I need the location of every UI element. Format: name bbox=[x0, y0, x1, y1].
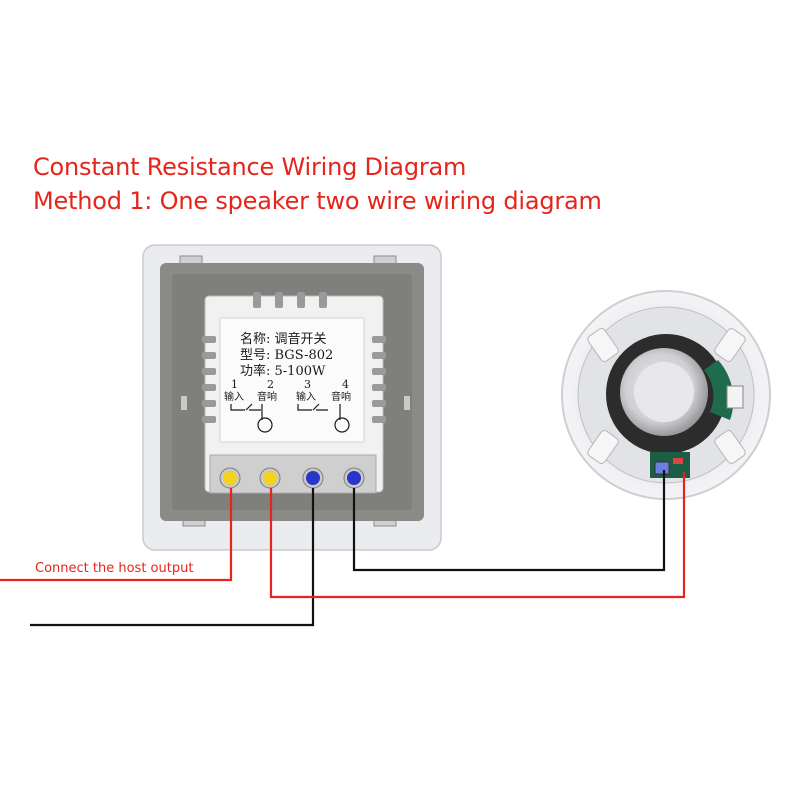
speaker-dustcap bbox=[634, 362, 694, 422]
wire-host-red bbox=[0, 488, 233, 582]
volume-switch: 名称: 调音开关 型号: BGS-802 功率: 5-100W 1 2 3 4 … bbox=[142, 244, 442, 551]
wire-host-black bbox=[30, 488, 315, 627]
plate-slot bbox=[181, 396, 187, 410]
wire-speaker-black bbox=[352, 470, 666, 572]
terminal-number-4: 4 bbox=[342, 378, 349, 391]
ceiling-speaker bbox=[561, 290, 771, 500]
diagram-subtitle: Method 1: One speaker two wire wiring di… bbox=[33, 187, 602, 215]
circuit-symbol-left bbox=[230, 403, 273, 433]
module-vents-right bbox=[372, 336, 386, 423]
wires bbox=[0, 470, 686, 627]
module-vents-left bbox=[202, 336, 216, 423]
spec-model-line: 型号: BGS-802 bbox=[240, 348, 333, 363]
terminal-1 bbox=[219, 467, 241, 489]
terminal-number-1: 1 bbox=[231, 378, 238, 391]
spec-power-line: 功率: 5-100W bbox=[240, 363, 326, 379]
speaker-transformer-board bbox=[704, 360, 734, 420]
mount-tab bbox=[179, 255, 203, 265]
terminal-4 bbox=[343, 467, 365, 489]
plate-slot bbox=[404, 396, 410, 410]
wire-speaker-red bbox=[269, 472, 686, 599]
module-vents-top bbox=[253, 292, 327, 308]
terminal-name-3: 输入 bbox=[296, 390, 316, 403]
terminal-number-2: 2 bbox=[267, 378, 274, 391]
circuit-symbol-right bbox=[297, 403, 350, 433]
terminal-name-1: 输入 bbox=[224, 390, 244, 403]
mount-tab bbox=[373, 255, 397, 265]
terminal-2 bbox=[259, 467, 281, 489]
speaker-tap-label bbox=[726, 385, 744, 409]
terminal-name-2: 音响 bbox=[257, 390, 277, 403]
spec-label bbox=[219, 317, 365, 443]
speaker-connector bbox=[654, 461, 670, 475]
speaker-clips bbox=[587, 328, 746, 464]
diagram-title: Constant Resistance Wiring Diagram bbox=[33, 153, 467, 181]
spec-name-line: 名称: 调音开关 bbox=[240, 331, 327, 347]
terminal-3 bbox=[302, 467, 324, 489]
speaker-red-lead bbox=[673, 458, 683, 464]
terminal-number-3: 3 bbox=[304, 378, 311, 391]
terminal-name-4: 音响 bbox=[331, 390, 351, 403]
host-output-caption: Connect the host output bbox=[35, 561, 194, 576]
